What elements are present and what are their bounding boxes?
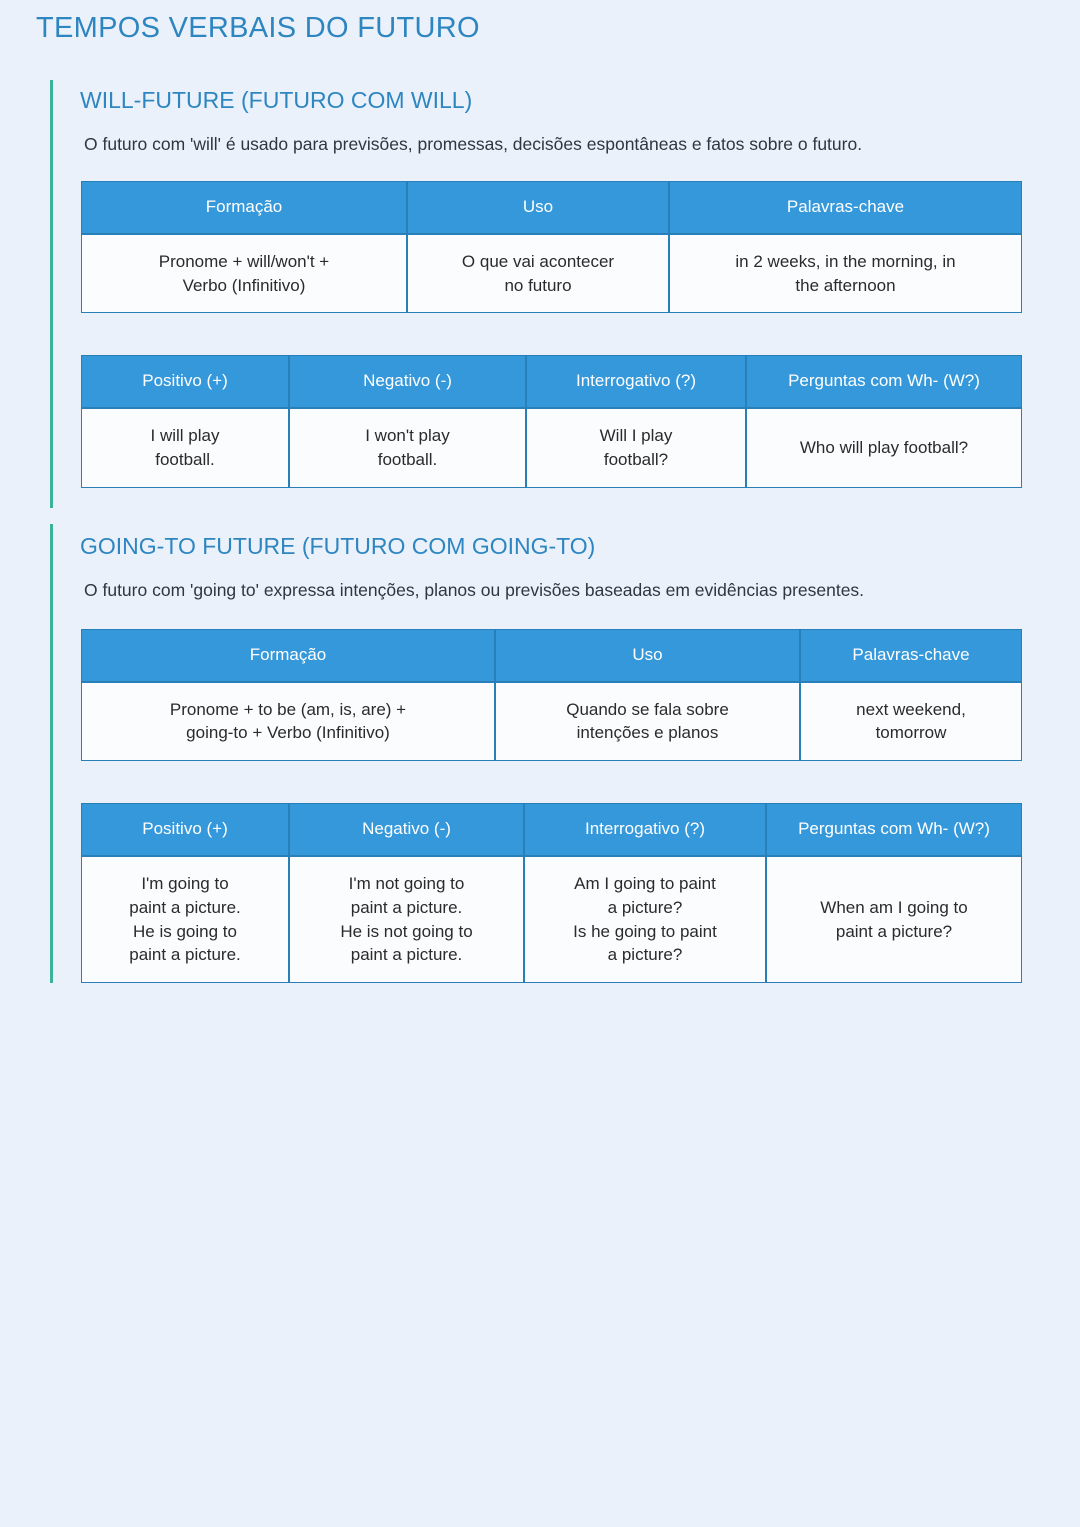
cell-line: intenções e planos (576, 723, 719, 743)
cell-line: Am I going to paint (574, 874, 716, 894)
cell-palavras-chave: in 2 weeks, in the morning, in the after… (669, 233, 1022, 314)
header-line: Perguntas com Wh- (798, 819, 949, 839)
cell-line: Quando se fala sobre (566, 699, 729, 719)
table-row: Pronome + will/won't + Verbo (Infinitivo… (81, 233, 1022, 314)
cell-line: in 2 weeks, in the morning, in (735, 251, 956, 271)
page-title: TEMPOS VERBAIS DO FUTURO (36, 12, 480, 44)
will-overview-table: Formação Uso Palavras-chave Pronome + wi… (81, 180, 1022, 314)
cell-interrogativo: Will I play football? (526, 408, 746, 488)
section-description-will-future: O futuro com 'will' é usado para previsõ… (84, 134, 863, 155)
cell-line: I'm going to (141, 874, 229, 894)
cell-perguntas-wh: When am I going to paint a picture? (766, 856, 1022, 984)
cell-line: a picture? (607, 897, 683, 917)
table-row: Pronome + to be (am, is, are) + going-to… (81, 681, 1022, 762)
column-header-uso: Uso (407, 180, 669, 234)
table-header-row: Positivo (+) Negativo (-) Interrogativo … (81, 355, 1022, 409)
column-header-interrogativo: Interrogativo (?) (526, 355, 746, 409)
header-line: (W?) (943, 371, 980, 391)
cell-perguntas-wh: Who will play football? (746, 408, 1022, 488)
goingto-overview-table: Formação Uso Palavras-chave Pronome + to… (81, 628, 1022, 762)
column-header-palavras-chave: Palavras-chave (669, 180, 1022, 234)
cell-line: football. (377, 450, 438, 470)
cell-line: next weekend, (856, 699, 966, 719)
cell-positivo: I will play football. (81, 408, 289, 488)
will-forms-table: Positivo (+) Negativo (-) Interrogativo … (81, 355, 1022, 488)
section-heading-going-to-future: GOING-TO FUTURE (FUTURO COM GOING-TO) (80, 532, 596, 559)
cell-line: paint a picture. (350, 945, 463, 965)
cell-line: Who will play football? (799, 438, 969, 458)
cell-line: O que vai acontecer (461, 251, 615, 271)
column-header-positivo: Positivo (+) (81, 803, 289, 857)
cell-negativo: I won't play football. (289, 408, 526, 488)
cell-line: He is not going to (340, 921, 473, 941)
table-row: I will play football. I won't play footb… (81, 408, 1022, 488)
header-line: (W?) (953, 819, 990, 839)
cell-line: When am I going to (820, 897, 968, 917)
cell-line: paint a picture. (350, 897, 463, 917)
cell-line: I won't play (365, 426, 450, 446)
column-header-interrogativo: Interrogativo (?) (524, 803, 766, 857)
cell-line: Is he going to paint (573, 921, 717, 941)
section-will-future: WILL-FUTURE (FUTURO COM WILL) O futuro c… (50, 80, 1040, 508)
column-header-negativo: Negativo (-) (289, 803, 524, 857)
cell-interrogativo: Am I going to paint a picture? Is he goi… (524, 856, 766, 984)
cell-palavras-chave: next weekend, tomorrow (800, 681, 1022, 762)
cell-line: paint a picture. (129, 897, 241, 917)
table-header-row: Formação Uso Palavras-chave (81, 180, 1022, 234)
cell-line: Pronome + will/won't + (158, 251, 330, 271)
table-header-row: Positivo (+) Negativo (-) Interrogativo … (81, 803, 1022, 857)
cell-line: tomorrow (875, 723, 947, 743)
cell-line: Pronome + to be (am, is, are) + (169, 699, 407, 719)
section-heading-will-future: WILL-FUTURE (FUTURO COM WILL) (80, 87, 473, 113)
cell-positivo: I'm going to paint a picture. He is goin… (81, 856, 289, 984)
column-header-perguntas-wh: Perguntas com Wh- (W?) (746, 355, 1022, 409)
sections-container: WILL-FUTURE (FUTURO COM WILL) O futuro c… (50, 80, 1040, 984)
column-header-negativo: Negativo (-) (289, 355, 526, 409)
header-line: Perguntas com Wh- (788, 371, 939, 391)
cell-uso: Quando se fala sobre intenções e planos (495, 681, 800, 762)
cell-line: paint a picture? (835, 921, 953, 941)
cell-line: I will play (150, 426, 220, 446)
section-description-going-to-future: O futuro com 'going to' expressa intençõ… (84, 580, 865, 601)
table-header-row: Formação Uso Palavras-chave (81, 628, 1022, 682)
column-header-uso: Uso (495, 628, 800, 682)
column-header-formacao: Formação (81, 180, 407, 234)
cell-line: Verbo (Infinitivo) (182, 275, 306, 295)
cell-formacao: Pronome + to be (am, is, are) + going-to… (81, 681, 495, 762)
cell-negativo: I'm not going to paint a picture. He is … (289, 856, 524, 984)
cell-line: football. (155, 450, 215, 470)
table-row: I'm going to paint a picture. He is goin… (81, 856, 1022, 984)
cell-line: the afternoon (795, 275, 896, 295)
table-gap (80, 761, 1040, 779)
cell-line: paint a picture. (129, 945, 241, 965)
cell-line: no futuro (504, 275, 572, 295)
cell-line: I'm not going to (348, 874, 465, 894)
cell-line: going-to + Verbo (Infinitivo) (186, 723, 390, 743)
column-header-perguntas-wh: Perguntas com Wh- (W?) (766, 803, 1022, 857)
table-gap (80, 313, 1040, 333)
column-header-palavras-chave: Palavras-chave (800, 628, 1022, 682)
cell-line: football? (603, 450, 669, 470)
cell-line: a picture? (607, 945, 683, 965)
cell-uso: O que vai acontecer no futuro (407, 233, 669, 314)
column-header-positivo: Positivo (+) (81, 355, 289, 409)
column-header-formacao: Formação (81, 628, 495, 682)
cell-line: He is going to (133, 921, 237, 941)
section-bottom-pad (80, 488, 1040, 508)
cell-line: Will I play (599, 426, 673, 446)
cell-formacao: Pronome + will/won't + Verbo (Infinitivo… (81, 233, 407, 314)
goingto-forms-table: Positivo (+) Negativo (-) Interrogativo … (81, 803, 1022, 984)
section-going-to-future: GOING-TO FUTURE (FUTURO COM GOING-TO) O … (50, 523, 1040, 984)
